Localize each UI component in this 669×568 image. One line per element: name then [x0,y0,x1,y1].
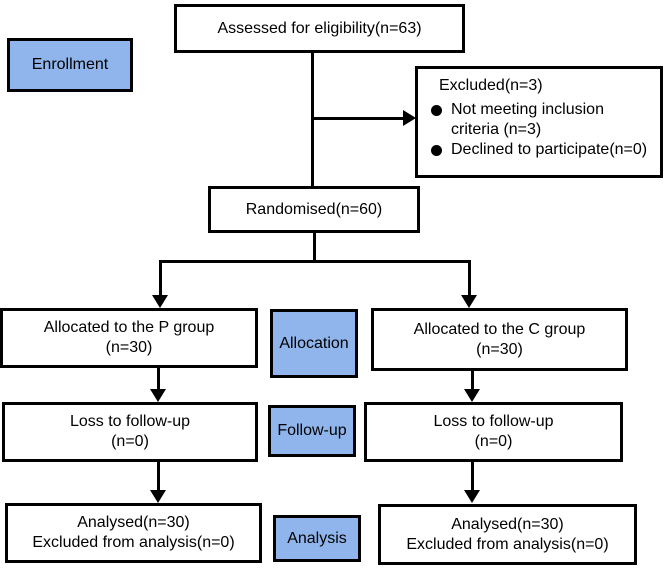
stage-enrollment: Enrollment [7,38,133,92]
arrow-down-icon [464,490,480,503]
connector-randomised-stem [313,233,316,263]
arrow-down-icon [152,295,168,308]
analysed-c-box: Analysed(n=30) Excluded from analysis(n=… [378,504,637,565]
analysed-p-line2: Excluded from analysis(n=0) [32,534,235,551]
excluded-bullet-item: Not meeting inclusion criteria (n=3) [430,100,656,140]
stage-allocation-label: Allocation [279,334,349,352]
followup-p-line1: Loss to follow-up [69,413,191,430]
excluded-bullet-item: Declined to participate(n=0) [430,140,656,160]
allocated-p-line2: (n=30) [105,339,153,356]
stage-analysis-label: Analysis [287,529,347,547]
excluded-box: Excluded(n=3) Not meeting inclusion crit… [415,66,663,178]
followup-c-box: Loss to follow-up (n=0) [364,402,623,462]
connector-followupc-to-analysis [471,462,474,490]
randomised-box: Randomised(n=60) [208,186,420,233]
analysed-p-line1: Analysed(n=30) [77,514,190,531]
stage-analysis: Analysis [273,515,361,562]
stage-allocation: Allocation [270,309,358,378]
arrow-right-icon [403,110,416,126]
excluded-bullet-text: Not meeting inclusion criteria (n=3) [451,101,604,138]
arrow-down-icon [464,389,480,402]
stage-followup: Follow-up [268,405,356,457]
allocated-c-line2: (n=30) [476,340,523,358]
stage-enrollment-label: Enrollment [31,56,109,73]
excluded-bullet-text: Declined to participate(n=0) [451,141,648,158]
analysed-c-line1: Analysed(n=30) [451,515,564,533]
analysed-c-line2: Excluded from analysis(n=0) [406,535,609,553]
connector-allocc-to-followup [471,371,474,390]
allocated-c-box: Allocated to the C group (n=30) [371,308,628,371]
arrow-down-icon [150,389,166,402]
assessed-label: Assessed for eligibility(n=63) [217,19,422,37]
followup-p-box: Loss to follow-up (n=0) [2,402,258,462]
allocated-p-line1: Allocated to the P group [43,319,215,336]
stage-followup-label: Follow-up [277,422,347,439]
analysed-p-box: Analysed(n=30) Excluded from analysis(n=… [5,503,262,563]
connector-branch-left [159,260,162,296]
followup-c-line2: (n=0) [474,433,513,450]
followup-p-line2: (n=0) [111,433,149,450]
connector-followupp-to-analysis [157,462,160,490]
assessed-box: Assessed for eligibility(n=63) [174,4,465,53]
connector-allocp-to-followup [157,368,160,390]
connector-randomisation-branch [159,260,471,263]
allocated-p-box: Allocated to the P group (n=30) [0,308,258,368]
connector-to-excluded [311,117,404,120]
allocated-c-line1: Allocated to the C group [413,320,586,338]
arrow-down-icon [150,490,166,503]
arrow-down-icon [461,295,477,308]
bullet-icon [431,145,442,156]
randomised-label: Randomised(n=60) [245,200,383,218]
followup-c-line1: Loss to follow-up [433,413,554,430]
excluded-title: Excluded(n=3) [439,77,543,94]
bullet-icon [431,105,442,116]
connector-branch-right [468,260,471,296]
